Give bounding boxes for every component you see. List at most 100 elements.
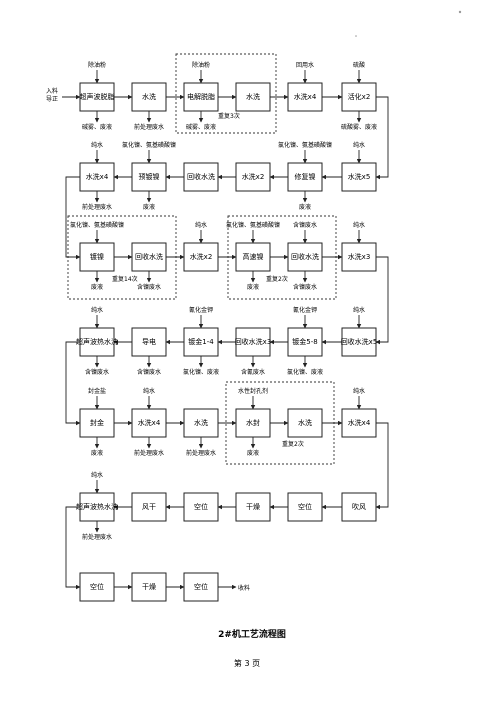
process-box <box>183 572 219 602</box>
process-box <box>287 82 323 112</box>
process-box <box>287 162 323 192</box>
process-step: 水洗x4 <box>79 162 115 192</box>
process-step-label: 空位 <box>90 582 104 591</box>
input-label: 氰化金钾 <box>189 306 213 314</box>
process-step: 水洗x2 <box>183 242 219 272</box>
input-label: 氯化镍、氨基磺酸镍 <box>226 221 280 229</box>
process-step: 回收水洗 <box>287 242 323 272</box>
input-label: 除油粉 <box>88 61 106 69</box>
process-step: 干燥 <box>131 572 167 602</box>
process-box <box>131 572 167 602</box>
process-step: 水洗 <box>287 408 323 438</box>
process-step: 镀金5-8 <box>287 327 323 357</box>
process-step: 吹风 <box>341 492 377 522</box>
page-number: 第 3 页 <box>234 658 260 668</box>
process-step: 电解脱脂 <box>183 82 219 112</box>
process-box <box>131 492 167 522</box>
process-step: 镀镍 <box>79 242 115 272</box>
output-label: 含镍废水 <box>85 368 109 376</box>
output-label: 含氰废水 <box>241 368 265 376</box>
output-label: 含镍废水 <box>293 283 317 291</box>
process-step-label: 超声波脱脂 <box>80 92 115 101</box>
output-label: 含镍废水 <box>137 368 161 376</box>
output-label: 碱雾、废液 <box>186 123 216 131</box>
row-connector <box>65 341 81 426</box>
output-label: 废液 <box>247 449 259 457</box>
process-step-label: 修复镍 <box>295 172 316 181</box>
output-label: 含镍废水 <box>137 283 161 291</box>
row-connector <box>65 506 81 590</box>
process-step-label: 回收水洗 <box>291 252 319 261</box>
process-step-label: 水洗x2 <box>242 172 265 181</box>
process-step-label: 活化x2 <box>348 92 371 101</box>
output-label: 前处理废水 <box>82 203 112 211</box>
process-step-label: 水洗 <box>194 418 208 427</box>
process-box <box>131 327 167 357</box>
process-step-label: 超声波热水洗 <box>76 337 118 346</box>
process-step: 空位 <box>287 492 323 522</box>
row-connector <box>375 422 389 510</box>
output-label: 前处理废水 <box>82 533 112 541</box>
process-step: 空位 <box>183 572 219 602</box>
repeat-note: 重复3次 <box>218 112 240 120</box>
repeat-group-frame <box>67 215 177 300</box>
process-box <box>79 82 115 112</box>
process-box <box>183 492 219 522</box>
output-label: 硫酸雾、废液 <box>341 123 377 131</box>
output-label: 前处理废水 <box>186 449 216 457</box>
output-label: 废液 <box>91 283 103 291</box>
process-step: 预镀镍 <box>131 162 167 192</box>
input-label: 硫酸 <box>353 61 365 69</box>
process-step: 镀金1-4 <box>183 327 219 357</box>
process-step: 导电 <box>131 327 167 357</box>
input-label: 水性封孔剂 <box>238 387 268 395</box>
output-label: 前处理废水 <box>134 449 164 457</box>
start-label-line2: 导正 <box>46 96 58 103</box>
process-step-label: 水洗x2 <box>190 252 213 261</box>
process-step: 空位 <box>79 572 115 602</box>
process-box <box>79 492 115 522</box>
process-step-label: 预镀镍 <box>139 172 160 181</box>
process-box <box>341 327 377 357</box>
process-box <box>235 82 271 112</box>
input-label: 氯化镍、氨基磺酸镍 <box>70 221 124 229</box>
process-step-label: 水封 <box>246 418 260 427</box>
process-step: 水洗x4 <box>341 408 377 438</box>
process-step: 水洗x5 <box>341 162 377 192</box>
process-step: 修复镍 <box>287 162 323 192</box>
process-step-label: 高速镍 <box>243 252 264 261</box>
scan-speck <box>355 35 357 37</box>
process-box <box>341 242 377 272</box>
process-step-label: 干燥 <box>142 582 156 591</box>
process-step-label: 电解脱脂 <box>187 92 215 101</box>
process-step-label: 水洗x4 <box>138 418 161 427</box>
process-step-label: 导电 <box>142 337 156 346</box>
process-step: 超声波热水洗 <box>76 327 118 357</box>
process-step-label: 镀金1-4 <box>188 337 214 346</box>
process-box <box>79 572 115 602</box>
process-step-label: 回收水洗 <box>187 172 215 181</box>
process-step: 封金 <box>79 408 115 438</box>
process-step-label: 水洗 <box>298 418 312 427</box>
diagram-title: 2#机工艺流程图 <box>218 628 286 640</box>
process-box <box>235 327 271 357</box>
process-step: 水洗 <box>183 408 219 438</box>
process-box <box>235 408 271 438</box>
input-label: 氯化镍、氨基磺酸镍 <box>122 141 176 149</box>
process-box <box>183 162 219 192</box>
input-label: 含镍废水 <box>293 221 317 229</box>
process-step-label: 水洗 <box>246 92 260 101</box>
input-label: 纯水 <box>195 221 207 229</box>
process-step-label: 空位 <box>194 582 208 591</box>
output-label: 废液 <box>247 283 259 291</box>
input-label: 回用水 <box>296 61 314 69</box>
input-label: 纯水 <box>353 306 365 314</box>
input-label: 纯水 <box>353 141 365 149</box>
process-step-label: 风干 <box>142 503 156 511</box>
process-step-label: 水洗x4 <box>86 172 109 181</box>
process-step: 水封 <box>235 408 271 438</box>
process-box <box>235 242 271 272</box>
process-step: 空位 <box>183 492 219 522</box>
process-step: 水洗x2 <box>235 162 271 192</box>
process-step-label: 回收水洗x5 <box>341 337 378 346</box>
